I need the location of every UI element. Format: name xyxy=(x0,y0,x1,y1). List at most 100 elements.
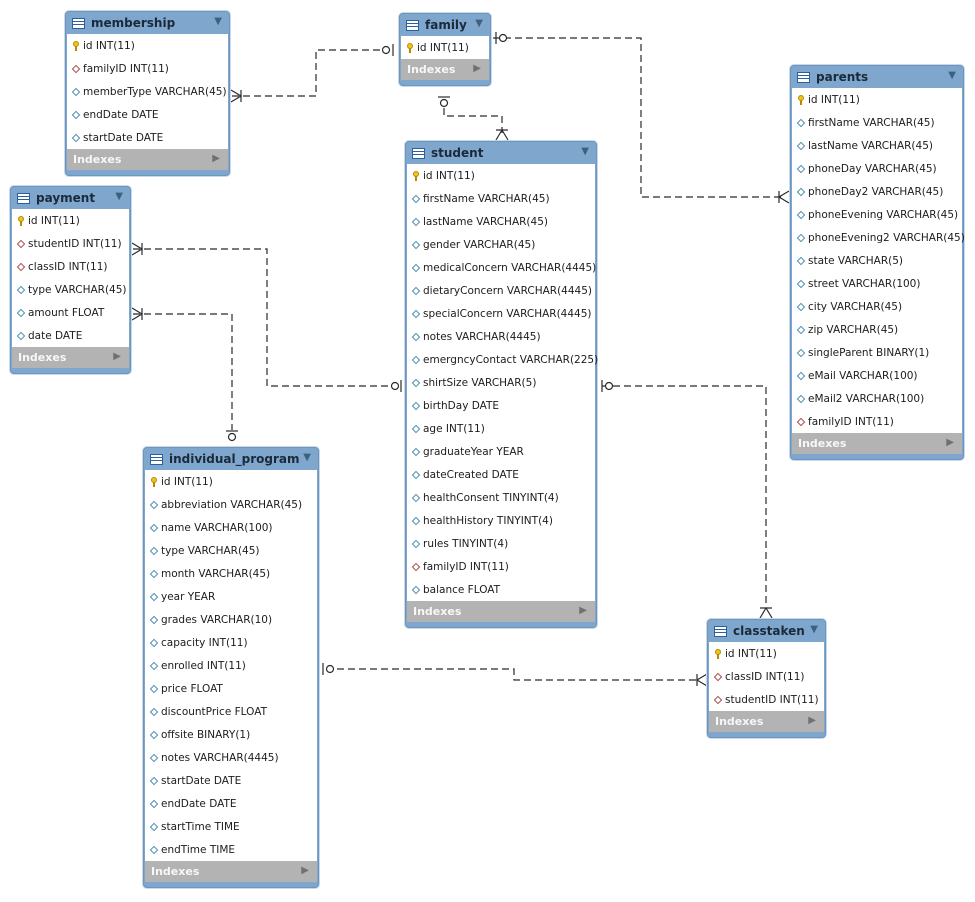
column-row[interactable]: healthConsent TINYINT(4) xyxy=(407,486,595,509)
indexes-bar[interactable]: Indexes▶ xyxy=(12,347,129,368)
indexes-bar[interactable]: Indexes▶ xyxy=(67,149,228,170)
collapse-caret-icon[interactable]: ▼ xyxy=(115,191,123,202)
column-row[interactable]: endDate DATE xyxy=(145,792,317,815)
table-payment[interactable]: payment▼id INT(11)studentID INT(11)class… xyxy=(10,186,131,374)
column-row[interactable]: city VARCHAR(45) xyxy=(792,295,962,318)
column-row[interactable]: startDate DATE xyxy=(67,126,228,149)
column-row[interactable]: zip VARCHAR(45) xyxy=(792,318,962,341)
column-row[interactable]: familyID INT(11) xyxy=(407,555,595,578)
column-row[interactable]: startDate DATE xyxy=(145,769,317,792)
table-header[interactable]: parents▼ xyxy=(791,66,963,88)
column-row[interactable]: phoneEvening2 VARCHAR(45) xyxy=(792,226,965,249)
indexes-bar[interactable]: Indexes▶ xyxy=(401,59,489,80)
column-row[interactable]: medicalConcern VARCHAR(4445) xyxy=(407,256,596,279)
column-row[interactable]: emergncyContact VARCHAR(225) xyxy=(407,348,598,371)
column-row[interactable]: discountPrice FLOAT xyxy=(145,700,317,723)
column-row[interactable]: birthDay DATE xyxy=(407,394,595,417)
column-row[interactable]: phoneEvening VARCHAR(45) xyxy=(792,203,962,226)
column-row[interactable]: dateCreated DATE xyxy=(407,463,595,486)
column-row[interactable]: capacity INT(11) xyxy=(145,631,317,654)
table-classtaken[interactable]: classtaken▼id INT(11)classID INT(11)stud… xyxy=(707,619,826,738)
column-row[interactable]: name VARCHAR(100) xyxy=(145,516,317,539)
column-row[interactable]: price FLOAT xyxy=(145,677,317,700)
column-row[interactable]: id INT(11) xyxy=(145,470,317,493)
collapse-caret-icon[interactable]: ▼ xyxy=(810,624,818,635)
column-row[interactable]: state VARCHAR(5) xyxy=(792,249,962,272)
column-row[interactable]: singleParent BINARY(1) xyxy=(792,341,962,364)
column-row[interactable]: id INT(11) xyxy=(709,642,824,665)
column-row[interactable]: rules TINYINT(4) xyxy=(407,532,595,555)
column-row[interactable]: offsite BINARY(1) xyxy=(145,723,317,746)
collapse-caret-icon[interactable]: ▼ xyxy=(581,146,589,157)
expand-arrow-icon[interactable]: ▶ xyxy=(212,153,220,164)
column-row[interactable]: abbreviation VARCHAR(45) xyxy=(145,493,317,516)
column-row[interactable]: studentID INT(11) xyxy=(709,688,824,711)
column-row[interactable]: lastName VARCHAR(45) xyxy=(407,210,595,233)
collapse-caret-icon[interactable]: ▼ xyxy=(214,16,222,27)
column-row[interactable]: dietaryConcern VARCHAR(4445) xyxy=(407,279,595,302)
column-row[interactable]: year YEAR xyxy=(145,585,317,608)
column-row[interactable]: age INT(11) xyxy=(407,417,595,440)
indexes-bar[interactable]: Indexes▶ xyxy=(407,601,595,622)
collapse-caret-icon[interactable]: ▼ xyxy=(948,70,956,81)
indexes-bar[interactable]: Indexes▶ xyxy=(792,433,962,454)
column-row[interactable]: id INT(11) xyxy=(792,88,962,111)
column-row[interactable]: endDate DATE xyxy=(67,103,228,126)
expand-arrow-icon[interactable]: ▶ xyxy=(113,351,121,362)
column-row[interactable]: graduateYear YEAR xyxy=(407,440,595,463)
column-row[interactable]: firstName VARCHAR(45) xyxy=(792,111,962,134)
table-header[interactable]: membership▼ xyxy=(66,12,229,34)
table-membership[interactable]: membership▼id INT(11)familyID INT(11)mem… xyxy=(65,11,230,176)
column-row[interactable]: classID INT(11) xyxy=(709,665,824,688)
column-row[interactable]: studentID INT(11) xyxy=(12,232,129,255)
column-row[interactable]: type VARCHAR(45) xyxy=(145,539,317,562)
column-row[interactable]: id INT(11) xyxy=(12,209,129,232)
expand-arrow-icon[interactable]: ▶ xyxy=(301,865,309,876)
table-student[interactable]: student▼id INT(11)firstName VARCHAR(45)l… xyxy=(405,141,598,628)
column-row[interactable]: phoneDay VARCHAR(45) xyxy=(792,157,962,180)
column-row[interactable]: endTime TIME xyxy=(145,838,317,861)
column-row[interactable]: specialConcern VARCHAR(4445) xyxy=(407,302,595,325)
column-row[interactable]: startTime TIME xyxy=(145,815,317,838)
column-row[interactable]: street VARCHAR(100) xyxy=(792,272,962,295)
column-row[interactable]: phoneDay2 VARCHAR(45) xyxy=(792,180,962,203)
table-individual-program[interactable]: individual_program▼id INT(11)abbreviatio… xyxy=(143,447,319,888)
table-header[interactable]: individual_program▼ xyxy=(144,448,318,470)
column-row[interactable]: lastName VARCHAR(45) xyxy=(792,134,962,157)
table-family[interactable]: family▼id INT(11)Indexes▶ xyxy=(399,13,491,86)
column-row[interactable]: month VARCHAR(45) xyxy=(145,562,317,585)
column-row[interactable]: date DATE xyxy=(12,324,129,347)
column-row[interactable]: enrolled INT(11) xyxy=(145,654,317,677)
column-row[interactable]: eMail VARCHAR(100) xyxy=(792,364,962,387)
column-row[interactable]: id INT(11) xyxy=(407,164,595,187)
table-header[interactable]: classtaken▼ xyxy=(708,620,825,642)
column-row[interactable]: id INT(11) xyxy=(401,36,489,59)
column-row[interactable]: memberType VARCHAR(45) xyxy=(67,80,228,103)
expand-arrow-icon[interactable]: ▶ xyxy=(473,63,481,74)
expand-arrow-icon[interactable]: ▶ xyxy=(946,437,954,448)
column-row[interactable]: type VARCHAR(45) xyxy=(12,278,129,301)
column-row[interactable]: classID INT(11) xyxy=(12,255,129,278)
table-header[interactable]: family▼ xyxy=(400,14,490,36)
column-row[interactable]: gender VARCHAR(45) xyxy=(407,233,595,256)
column-row[interactable]: firstName VARCHAR(45) xyxy=(407,187,595,210)
collapse-caret-icon[interactable]: ▼ xyxy=(475,18,483,29)
table-parents[interactable]: parents▼id INT(11)firstName VARCHAR(45)l… xyxy=(790,65,965,460)
table-header[interactable]: payment▼ xyxy=(11,187,130,209)
column-row[interactable]: healthHistory TINYINT(4) xyxy=(407,509,595,532)
column-row[interactable]: balance FLOAT xyxy=(407,578,595,601)
column-row[interactable]: eMail2 VARCHAR(100) xyxy=(792,387,962,410)
indexes-bar[interactable]: Indexes▶ xyxy=(709,711,824,732)
indexes-bar[interactable]: Indexes▶ xyxy=(145,861,317,882)
column-row[interactable]: familyID INT(11) xyxy=(792,410,962,433)
expand-arrow-icon[interactable]: ▶ xyxy=(579,605,587,616)
column-row[interactable]: notes VARCHAR(4445) xyxy=(145,746,317,769)
collapse-caret-icon[interactable]: ▼ xyxy=(303,452,311,463)
column-row[interactable]: familyID INT(11) xyxy=(67,57,228,80)
column-row[interactable]: notes VARCHAR(4445) xyxy=(407,325,595,348)
table-header[interactable]: student▼ xyxy=(406,142,596,164)
expand-arrow-icon[interactable]: ▶ xyxy=(808,715,816,726)
column-row[interactable]: amount FLOAT xyxy=(12,301,129,324)
column-row[interactable]: shirtSize VARCHAR(5) xyxy=(407,371,595,394)
column-row[interactable]: id INT(11) xyxy=(67,34,228,57)
